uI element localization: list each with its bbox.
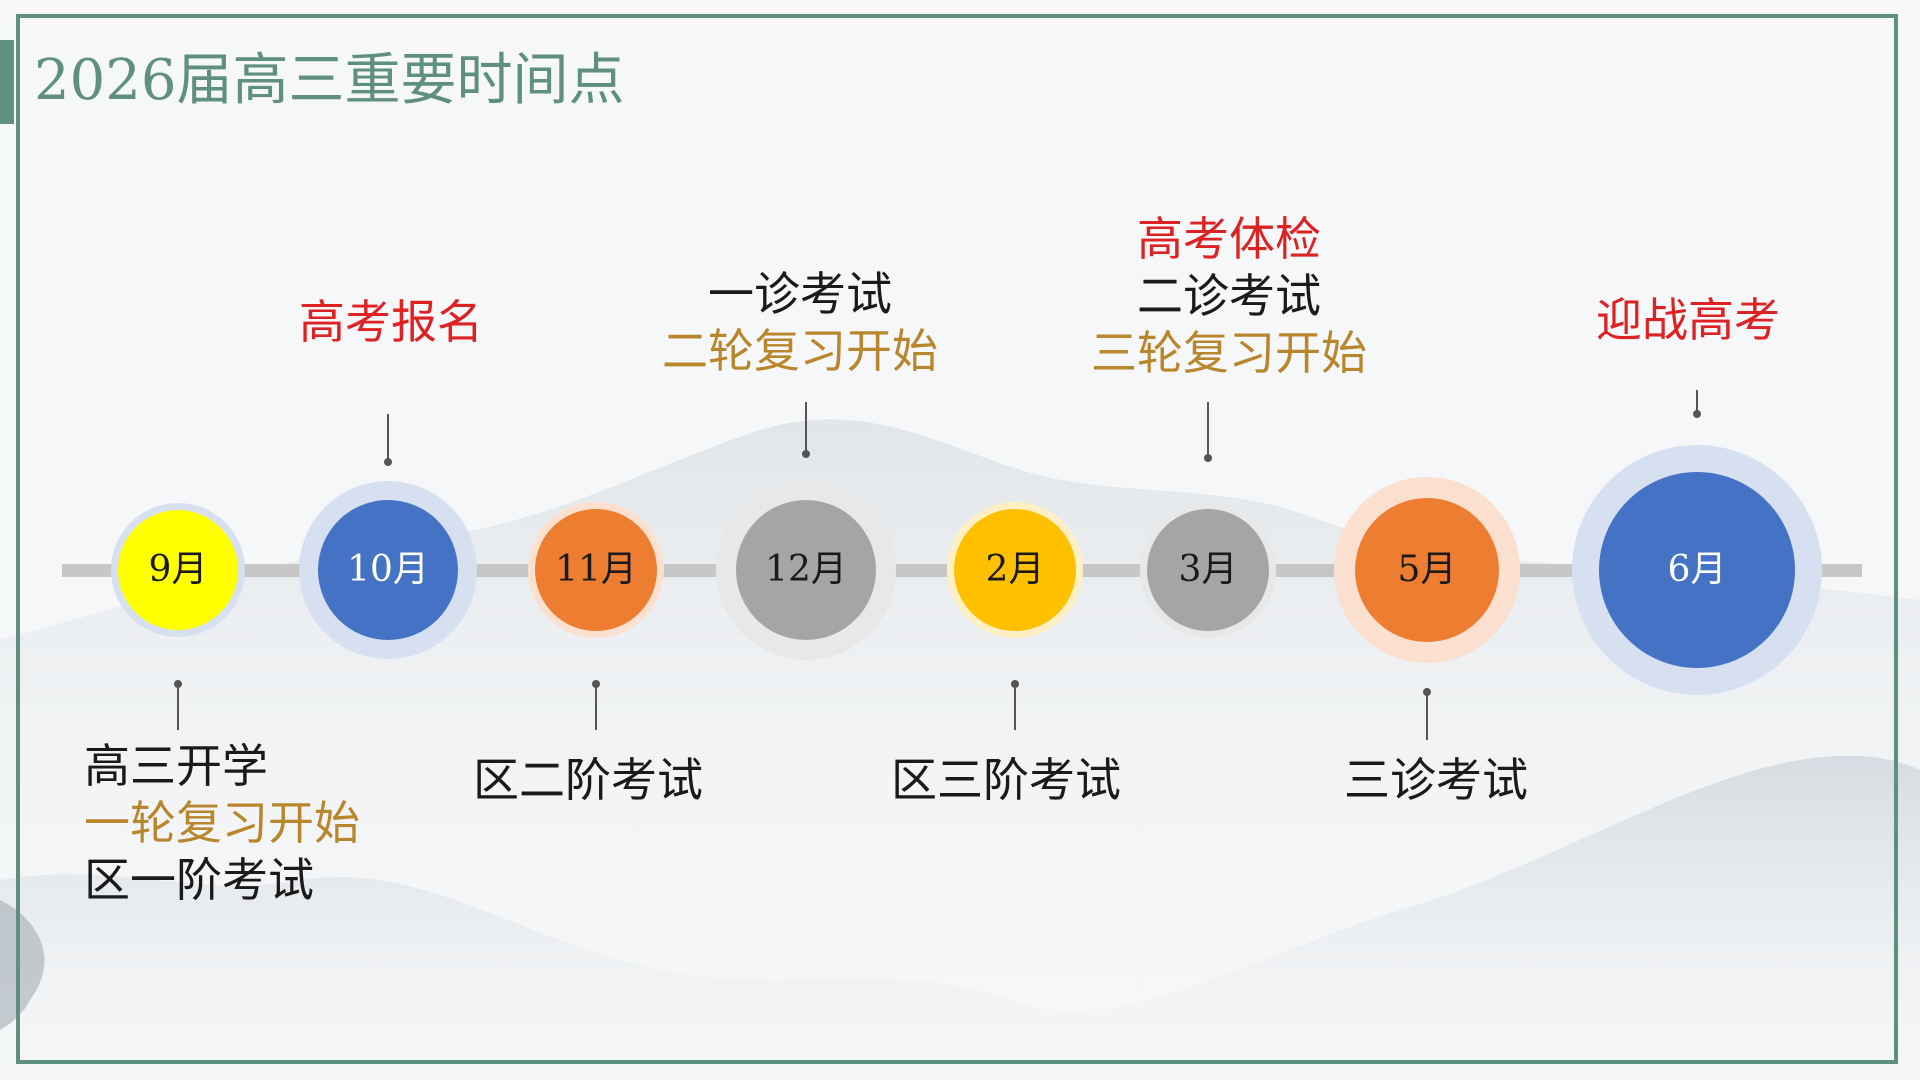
milestone-events: 迎战高考	[1596, 292, 1780, 349]
milestone-event-label: 二轮复习开始	[662, 324, 938, 378]
connector-line	[1207, 402, 1209, 458]
milestone-events: 高考报名	[299, 294, 483, 351]
connector-dot	[1011, 680, 1019, 688]
connector-dot	[174, 680, 182, 688]
milestone-events: 高考体检二诊考试三轮复习开始	[1091, 211, 1367, 382]
title-accent-bar	[0, 40, 14, 124]
connector-line	[1426, 692, 1428, 740]
milestone-circle: 9月	[118, 510, 238, 630]
milestone-month: 9月	[148, 549, 208, 590]
connector-dot	[1423, 688, 1431, 696]
connector-line	[1696, 390, 1698, 414]
milestone-month: 6月	[1667, 549, 1727, 590]
milestone-events: 三诊考试	[1344, 752, 1528, 809]
connector-line	[177, 684, 179, 730]
connector-line	[595, 684, 597, 730]
milestone-event-label: 三诊考试	[1344, 753, 1528, 807]
milestone-circle: 10月	[318, 500, 458, 640]
milestone-event-label: 高三开学	[84, 739, 268, 793]
connector-line	[1014, 684, 1016, 730]
milestone-event-label: 区一阶考试	[84, 853, 314, 907]
milestone-events: 高三开学一轮复习开始区一阶考试	[84, 738, 360, 909]
milestone-circle: 12月	[736, 500, 876, 640]
milestone-event-label: 区二阶考试	[473, 753, 703, 807]
milestone-event-label: 三轮复习开始	[1091, 326, 1367, 380]
connector-dot	[1204, 454, 1212, 462]
milestone-month: 2月	[985, 549, 1045, 590]
milestone-month: 12月	[765, 549, 847, 590]
milestone-month: 5月	[1397, 549, 1457, 590]
slide-frame	[16, 14, 1898, 1064]
milestone-events: 一诊考试二轮复习开始	[662, 266, 938, 380]
page-title: 2026届高三重要时间点	[34, 48, 625, 113]
milestone-events: 区二阶考试	[473, 752, 703, 809]
milestone-event-label: 二诊考试	[1137, 269, 1321, 323]
milestone-circle: 6月	[1599, 472, 1795, 668]
milestone-month: 10月	[347, 549, 429, 590]
connector-dot	[592, 680, 600, 688]
connector-line	[805, 402, 807, 454]
milestone-event-label: 一轮复习开始	[84, 796, 360, 850]
milestone-event-label: 高考体检	[1137, 212, 1321, 266]
milestone-event-label: 迎战高考	[1596, 293, 1780, 347]
connector-dot	[802, 450, 810, 458]
milestone-event-label: 高考报名	[299, 295, 483, 349]
milestone-month: 3月	[1178, 549, 1238, 590]
connector-dot	[384, 458, 392, 466]
milestone-circle: 2月	[954, 509, 1076, 631]
milestone-circle: 11月	[535, 509, 657, 631]
connector-line	[387, 414, 389, 462]
milestone-month: 11月	[555, 549, 637, 590]
milestone-circle: 5月	[1355, 498, 1499, 642]
milestone-event-label: 区三阶考试	[891, 753, 1121, 807]
milestone-circle: 3月	[1147, 509, 1269, 631]
milestone-event-label: 一诊考试	[708, 267, 892, 321]
milestone-events: 区三阶考试	[891, 752, 1121, 809]
connector-dot	[1693, 410, 1701, 418]
